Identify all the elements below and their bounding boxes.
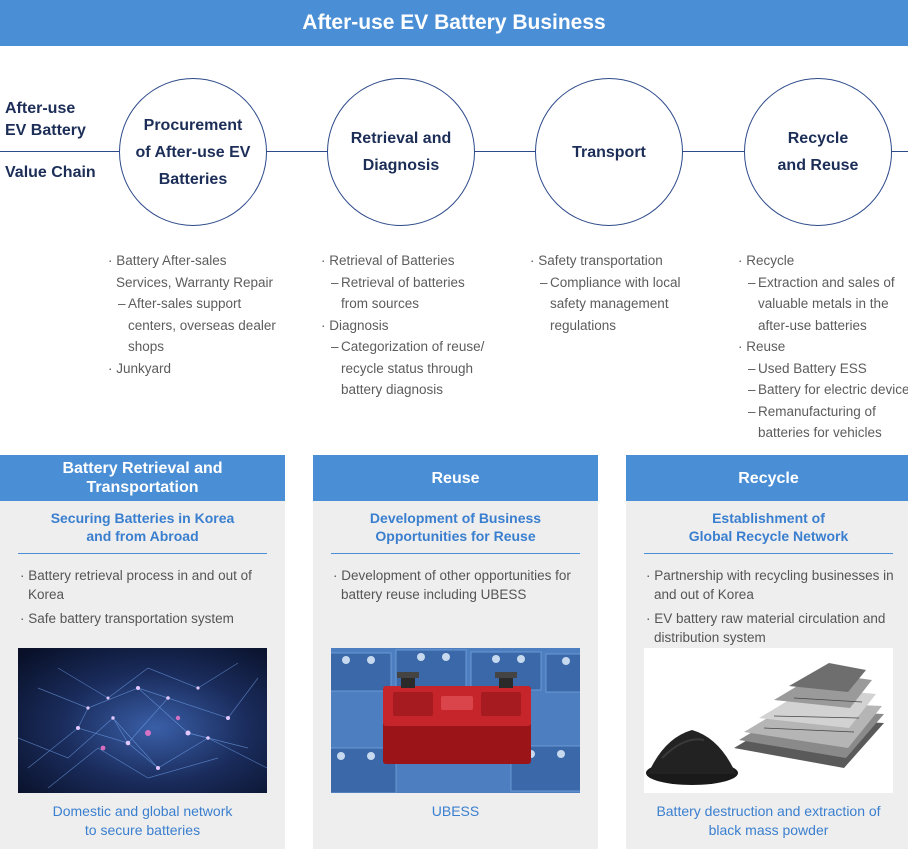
panel-subtitle: Development of Business Opportunities fo… (369, 510, 542, 544)
detail-bullet: · Battery After-sales (108, 253, 227, 268)
detail-sub: After-sales support (108, 293, 276, 315)
detail-bullet: · Recycle (738, 253, 795, 268)
detail-bullet: · Junkyard (108, 360, 172, 376)
stage-procurement: Procurement of After-use EV Batteries (119, 78, 267, 226)
panel-header: Recycle (626, 455, 908, 501)
stage-retrieval-details: · Retrieval of Batteries Retrieval of ba… (321, 250, 484, 401)
detail-sub: Used Battery ESS (738, 358, 908, 380)
panel-subtitle: Securing Batteries in Korea and from Abr… (50, 510, 235, 544)
panel-caption: UBESS (431, 803, 480, 819)
detail-bullet-cont: Services, Warranty Repair (116, 274, 274, 290)
network-image (18, 648, 267, 793)
panel-subtitle: Establishment of Global Recycle Network (688, 510, 849, 544)
black-mass-battery-image (644, 648, 893, 793)
stage-procurement-details: · Battery After-sales Services, Warranty… (108, 250, 276, 379)
panel-divider (18, 553, 267, 554)
detail-bullet: · Safety transportation (530, 253, 663, 268)
panel-bullet: · Development of other opportunities for… (333, 568, 571, 602)
stage-retrieval-label: Retrieval and Diagnosis (350, 130, 452, 174)
value-chain-label-line3: Value Chain (5, 164, 96, 181)
detail-bullet: · Retrieval of Batteries (321, 253, 455, 268)
detail-sub-cont: batteries for vehicles (758, 425, 882, 440)
detail-sub-cont: regulations (550, 317, 617, 333)
stage-recycle-label: Recycle and Reuse (777, 130, 859, 174)
detail-bullet: · Reuse (738, 339, 786, 354)
stage-transport: Transport (535, 78, 683, 226)
panel-bullet: · Partnership with recycling businesses … (646, 568, 894, 602)
panel-header: Battery Retrieval and Transportation (0, 455, 285, 501)
detail-sub: Categorization of reuse/ (321, 336, 484, 358)
panel-divider (644, 553, 893, 554)
page-title: After-use EV Battery Business (0, 0, 908, 46)
panel-bullet: · Safe battery transportation system (20, 611, 234, 626)
panel-retrieval-transportation: Battery Retrieval and Transportation Sec… (0, 455, 285, 849)
detail-sub: Extraction and sales of (738, 272, 908, 294)
detail-sub-cont: valuable metals in the (758, 296, 889, 311)
detail-sub: Retrieval of batteries (321, 272, 484, 294)
detail-sub-cont: from sources (341, 296, 420, 311)
panel-recycle: Recycle Establishment of Global Recycle … (626, 455, 908, 849)
panel-header: Reuse (313, 455, 598, 501)
stage-recycle-reuse: Recycle and Reuse (744, 78, 892, 226)
panel-caption: Domestic and global network to secure ba… (52, 803, 233, 838)
panel-divider (331, 553, 580, 554)
detail-sub: Compliance with local (530, 272, 681, 294)
stage-transport-label: Transport (572, 143, 646, 161)
panel-bullet: · Battery retrieval process in and out o… (20, 568, 252, 602)
panel-reuse: Reuse Development of Business Opportunit… (313, 455, 598, 849)
panel-caption: Battery destruction and extraction of bl… (656, 803, 881, 838)
stage-recycle-details: · Recycle Extraction and sales of valuab… (738, 250, 908, 444)
detail-sub-cont: safety management (550, 296, 669, 311)
panel-bullets: · Partnership with recycling businesses … (646, 567, 901, 653)
stage-transport-details: · Safety transportation Compliance with … (530, 250, 681, 336)
panel-bullets: · Battery retrieval process in and out o… (20, 567, 275, 635)
panel-bullet: · EV battery raw material circulation an… (646, 611, 886, 645)
stage-procurement-label: Procurement of After-use EV Batteries (135, 116, 251, 188)
stage-retrieval-diagnosis: Retrieval and Diagnosis (327, 78, 475, 226)
detail-sub-cont: battery diagnosis (341, 382, 444, 397)
value-chain-label-line1: After-use (5, 100, 76, 117)
panel-bullets: · Development of other opportunities for… (333, 567, 588, 610)
detail-bullet: · Diagnosis (321, 317, 389, 333)
detail-sub-cont: shops (128, 339, 165, 354)
detail-sub-cont: centers, overseas dealer (128, 317, 276, 333)
detail-sub: Battery for electric device (738, 379, 908, 401)
detail-sub: Remanufacturing of (738, 401, 908, 423)
detail-sub-cont: after-use batteries (758, 317, 867, 333)
value-chain-label-line2: EV Battery (5, 122, 86, 139)
detail-sub-cont: recycle status through (341, 360, 474, 376)
ubess-battery-image (331, 648, 580, 793)
